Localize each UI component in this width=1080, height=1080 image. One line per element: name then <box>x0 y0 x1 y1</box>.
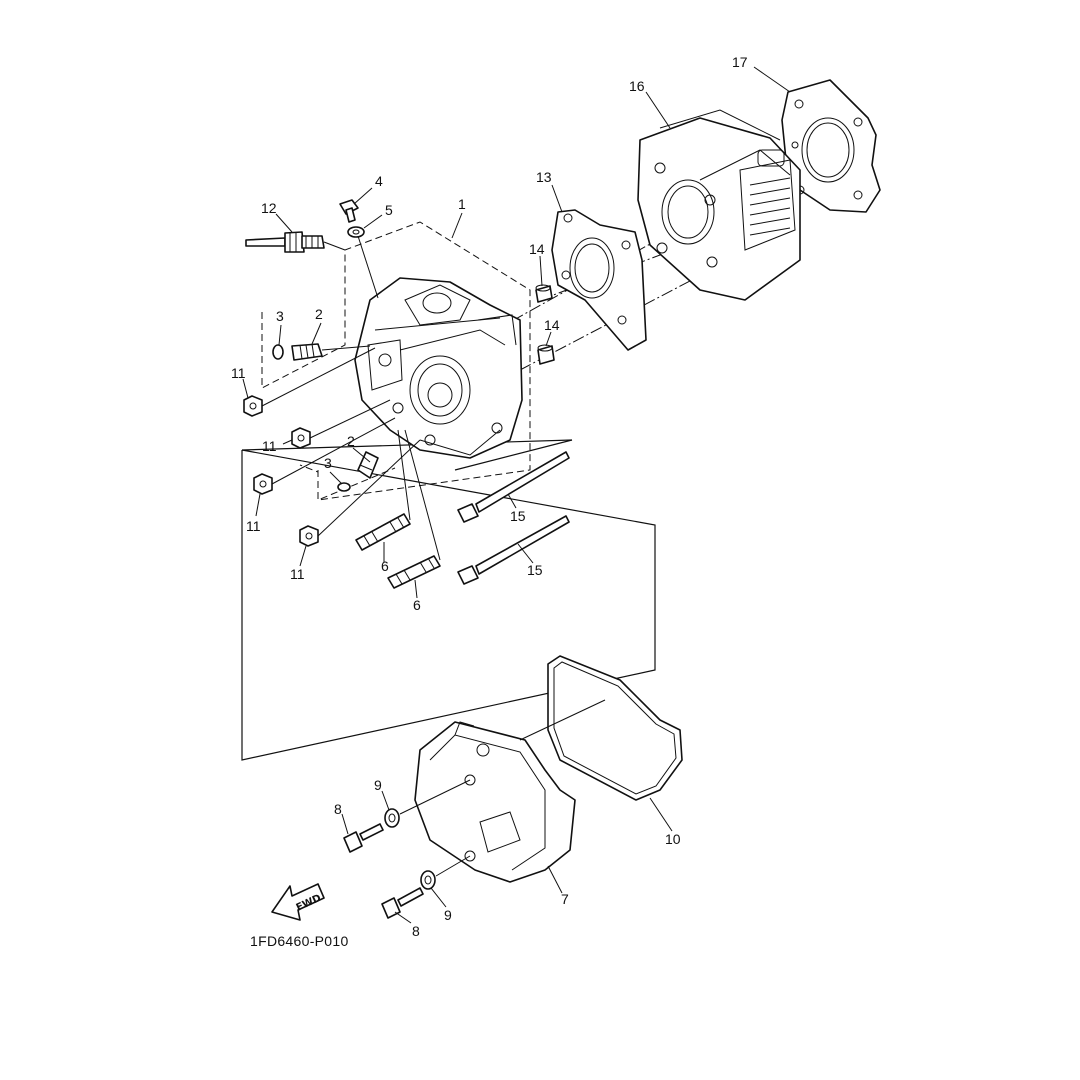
forward-direction-arrow: FWD <box>271 883 325 921</box>
stud-bolt-part-6-upper <box>355 513 411 551</box>
bolt-part-8-lower <box>381 887 424 919</box>
callout-17: 17 <box>732 54 748 70</box>
callout-6-lower: 6 <box>413 597 421 613</box>
washer-part-5 <box>347 226 365 238</box>
bolt-part-8-upper <box>343 823 384 853</box>
dowel-pin-part-14-upper <box>535 284 553 303</box>
nut-part-11-b <box>291 427 311 449</box>
callout-8-lower: 8 <box>412 923 420 939</box>
callout-11-d: 11 <box>290 566 305 582</box>
cover-gasket-part-10 <box>547 655 683 801</box>
callout-13: 13 <box>536 169 552 185</box>
callout-14-upper: 14 <box>529 241 545 257</box>
plug-part-2-lower <box>357 451 379 479</box>
callout-9-lower: 9 <box>444 907 452 923</box>
callout-3-lower: 3 <box>324 455 332 471</box>
callout-11-b: 11 <box>262 438 277 454</box>
oring-part-3-lower <box>337 482 351 492</box>
callout-5: 5 <box>385 202 393 218</box>
callout-2-upper: 2 <box>315 306 323 322</box>
head-gasket-part-13 <box>551 209 647 351</box>
valve-cover-part-7 <box>414 721 576 883</box>
assembly-boundary-lines <box>241 204 731 761</box>
callout-9-upper: 9 <box>374 777 382 793</box>
stud-bolt-part-6-lower <box>387 555 441 589</box>
callout-4: 4 <box>375 173 383 189</box>
callout-14-lower: 14 <box>544 317 560 333</box>
spark-plug-part-12 <box>245 231 325 253</box>
nut-part-11-c <box>253 473 273 495</box>
callout-2-lower: 2 <box>347 433 355 449</box>
oring-part-3-upper <box>272 344 284 360</box>
callout-12: 12 <box>261 200 277 216</box>
washer-part-9-lower <box>420 870 436 890</box>
callout-15-upper: 15 <box>510 508 526 524</box>
washer-part-9-upper <box>384 808 400 828</box>
callout-11-a: 11 <box>231 365 246 381</box>
nut-part-11-d <box>299 525 319 547</box>
long-bolt-part-15-lower <box>457 515 570 585</box>
callout-6-upper: 6 <box>381 558 389 574</box>
callout-leader-lines <box>242 66 791 924</box>
cylinder-head-part-1 <box>354 277 523 459</box>
dowel-pin-part-14-lower <box>537 344 555 365</box>
callout-1: 1 <box>458 196 466 212</box>
bolt-part-4 <box>339 199 359 223</box>
callout-labels: 1 2 2 3 3 4 5 6 6 7 8 8 9 9 10 11 11 11 … <box>231 54 748 939</box>
plug-part-2-upper <box>291 343 323 361</box>
cylinder-part-16 <box>637 109 801 301</box>
drawing-code: 1FD6460-P010 <box>250 933 349 949</box>
callout-3-upper: 3 <box>276 308 284 324</box>
nut-part-11-a <box>243 395 263 417</box>
long-bolt-part-15-upper <box>457 451 570 523</box>
callout-10: 10 <box>665 831 681 847</box>
callout-16: 16 <box>629 78 645 94</box>
callout-7: 7 <box>561 891 569 907</box>
callout-11-c: 11 <box>246 518 261 534</box>
callout-8-upper: 8 <box>334 801 342 817</box>
callout-15-lower: 15 <box>527 562 543 578</box>
